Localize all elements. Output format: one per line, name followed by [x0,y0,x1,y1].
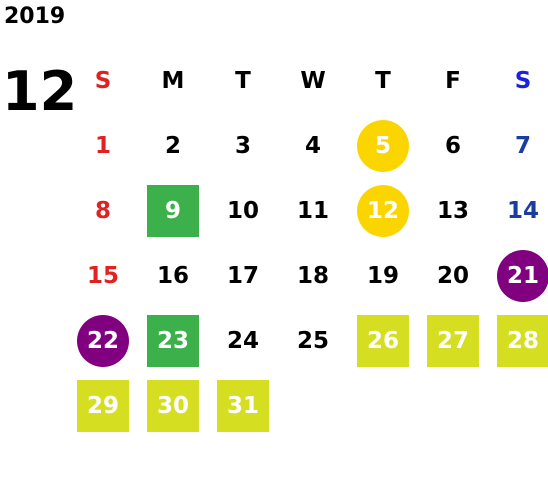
day-cell[interactable]: 14 [488,178,548,243]
day-cell[interactable]: 13 [418,178,488,243]
day-cell[interactable]: 9 [138,178,208,243]
day-cell[interactable]: 26 [348,308,418,373]
day-number-highlighted: 22 [77,314,129,367]
day-number: 1 [94,132,111,159]
weekday-header: M [138,48,208,113]
weekday-label: F [445,67,461,94]
day-cell[interactable]: 18 [278,243,348,308]
day-cell[interactable]: 29 [68,373,138,438]
day-cell[interactable]: 20 [418,243,488,308]
day-cell[interactable]: 15 [68,243,138,308]
day-number: 11 [296,197,329,224]
day-cell[interactable]: 27 [418,308,488,373]
weekday-label: M [161,67,185,94]
day-number: 7 [514,132,531,159]
day-cell[interactable]: 25 [278,308,348,373]
day-number-highlighted: 26 [357,314,409,367]
day-number-highlighted: 27 [427,314,479,367]
weekday-header: F [418,48,488,113]
day-number: 6 [444,132,461,159]
weekday-label: S [514,67,532,94]
day-cell[interactable]: 3 [208,113,278,178]
weekday-label: S [94,67,112,94]
day-number-highlighted: 12 [357,184,409,237]
day-number: 24 [226,327,259,354]
weekday-header: S [68,48,138,113]
day-cell[interactable]: 2 [138,113,208,178]
day-number: 8 [94,197,111,224]
day-number-highlighted: 9 [147,184,199,237]
day-cell[interactable]: 7 [488,113,548,178]
day-cell[interactable]: 8 [68,178,138,243]
weekday-header: T [208,48,278,113]
day-cell[interactable]: 5 [348,113,418,178]
day-cell[interactable]: 6 [418,113,488,178]
day-number: 25 [296,327,329,354]
day-cell[interactable]: 19 [348,243,418,308]
day-number: 3 [234,132,251,159]
day-number: 4 [304,132,321,159]
day-cell[interactable]: 11 [278,178,348,243]
day-cell[interactable]: 28 [488,308,548,373]
day-number: 14 [506,197,539,224]
day-cell[interactable]: 23 [138,308,208,373]
day-number: 18 [296,262,329,289]
day-number-highlighted: 21 [497,249,548,302]
weekday-label: W [300,67,326,94]
weekday-header: T [348,48,418,113]
year-label: 2019 [4,4,66,29]
day-number: 19 [366,262,399,289]
day-number: 13 [436,197,469,224]
weekday-label: T [375,67,391,94]
day-number: 2 [164,132,181,159]
day-number: 17 [226,262,259,289]
weekday-header: S [488,48,548,113]
weekday-label: T [235,67,251,94]
day-cell[interactable]: 17 [208,243,278,308]
day-number: 15 [86,262,119,289]
day-number-highlighted: 28 [497,314,548,367]
day-cell[interactable]: 4 [278,113,348,178]
day-cell[interactable]: 22 [68,308,138,373]
day-number-highlighted: 30 [147,379,199,432]
day-number-highlighted: 23 [147,314,199,367]
day-number: 16 [156,262,189,289]
day-number-highlighted: 5 [357,119,409,172]
day-cell[interactable]: 10 [208,178,278,243]
day-number: 10 [226,197,259,224]
month-number: 12 [2,60,78,123]
weekday-header: W [278,48,348,113]
day-number-highlighted: 31 [217,379,269,432]
day-number: 20 [436,262,469,289]
day-cell[interactable]: 1 [68,113,138,178]
day-cell[interactable]: 24 [208,308,278,373]
day-cell[interactable]: 21 [488,243,548,308]
day-cell[interactable]: 30 [138,373,208,438]
day-cell[interactable]: 31 [208,373,278,438]
day-cell[interactable]: 16 [138,243,208,308]
day-number-highlighted: 29 [77,379,129,432]
day-cell[interactable]: 12 [348,178,418,243]
